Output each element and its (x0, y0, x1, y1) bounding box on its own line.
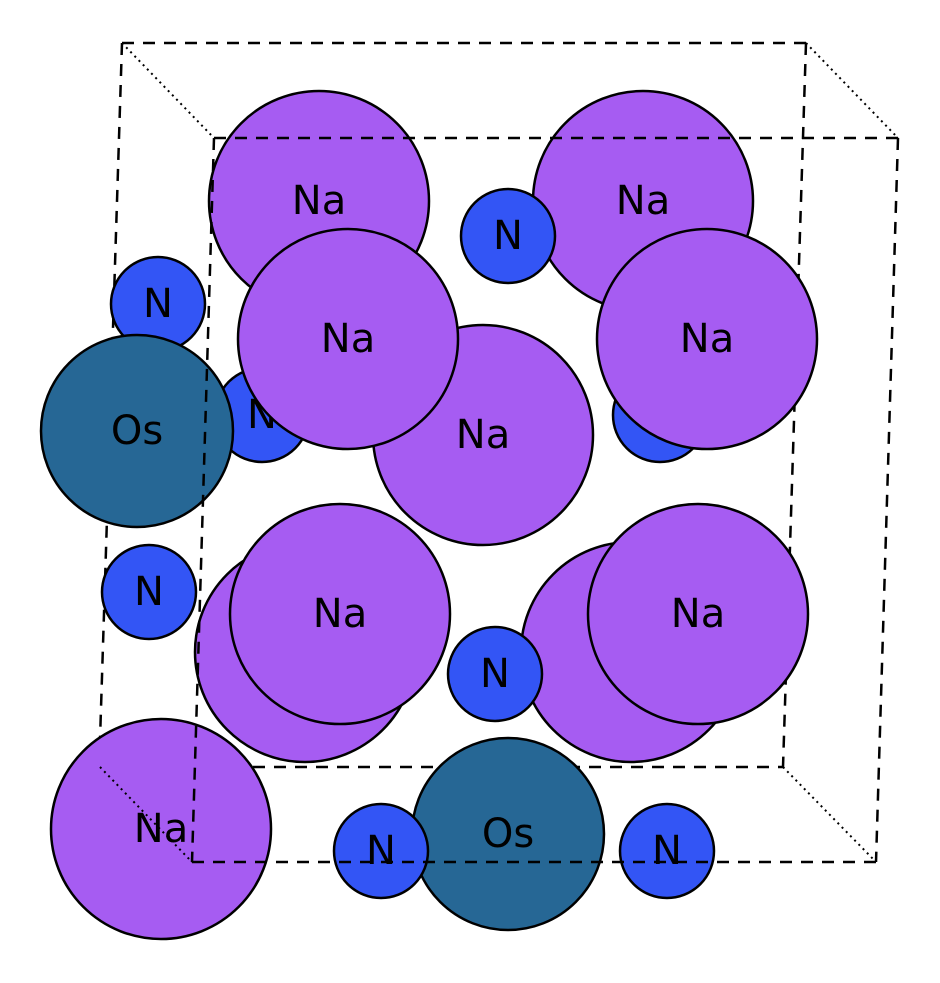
atom-n-8-label: N (652, 828, 682, 874)
atom-os-1-sphere (39, 333, 235, 529)
atom-na-5: Na (595, 227, 819, 451)
atom-n-8-sphere (618, 802, 716, 900)
atom-na-4-sphere (236, 227, 460, 451)
cell-edge-depth-bottom-right (782, 766, 877, 863)
cell-edge-front-left (190, 137, 216, 863)
cell-edge-back-left (98, 42, 124, 741)
cell-edge-front-right (874, 137, 900, 863)
atom-n-5-label: N (134, 569, 164, 615)
atom-n-1-label: N (493, 213, 523, 259)
atom-n-1-sphere (459, 187, 557, 285)
atom-na-5-sphere (595, 227, 819, 451)
atom-na-4-label: Na (321, 316, 375, 362)
atom-na-10-label: Na (134, 806, 188, 852)
cell-edge-depth-top-left (121, 42, 215, 139)
atom-os-2: Os (410, 736, 606, 932)
atom-n-4: N (109, 255, 207, 353)
atom-n-7: N (332, 802, 430, 900)
atom-na-4: Na (236, 227, 460, 451)
atoms: Na Na N N N N Os Na (39, 89, 819, 941)
atom-n-6: N (446, 625, 544, 723)
atom-n-4-label: N (143, 281, 173, 327)
atom-n-5-sphere (100, 543, 198, 641)
atom-os-1: Os (39, 333, 235, 529)
unit-cell-front (99, 136, 900, 864)
atom-na-2-label: Na (616, 178, 670, 224)
atom-na-10-sphere (49, 717, 273, 941)
atom-na-9: Na (586, 502, 810, 726)
atom-n-1: N (459, 187, 557, 285)
atom-na-3-label: Na (456, 412, 510, 458)
cell-edge-depth-top-right (805, 42, 899, 139)
atom-n-6-sphere (446, 625, 544, 723)
atom-n-7-sphere (332, 802, 430, 900)
atom-na-7-sphere (228, 502, 452, 726)
atom-na-9-sphere (586, 502, 810, 726)
atom-os-1-label: Os (111, 408, 163, 454)
atom-na-1-label: Na (292, 178, 346, 224)
atom-os-2-label: Os (482, 811, 534, 857)
atom-na-5-label: Na (680, 316, 734, 362)
atom-n-7-label: N (366, 828, 396, 874)
atom-na-7-label: Na (313, 591, 367, 637)
atom-na-10: Na (49, 717, 273, 941)
cell-edge-depth-bottom-left (99, 766, 193, 863)
atom-n-8: N (618, 802, 716, 900)
atom-n-6-label: N (480, 651, 510, 697)
atom-n-5: N (100, 543, 198, 641)
atom-na-9-label: Na (671, 591, 725, 637)
atom-na-7: Na (228, 502, 452, 726)
